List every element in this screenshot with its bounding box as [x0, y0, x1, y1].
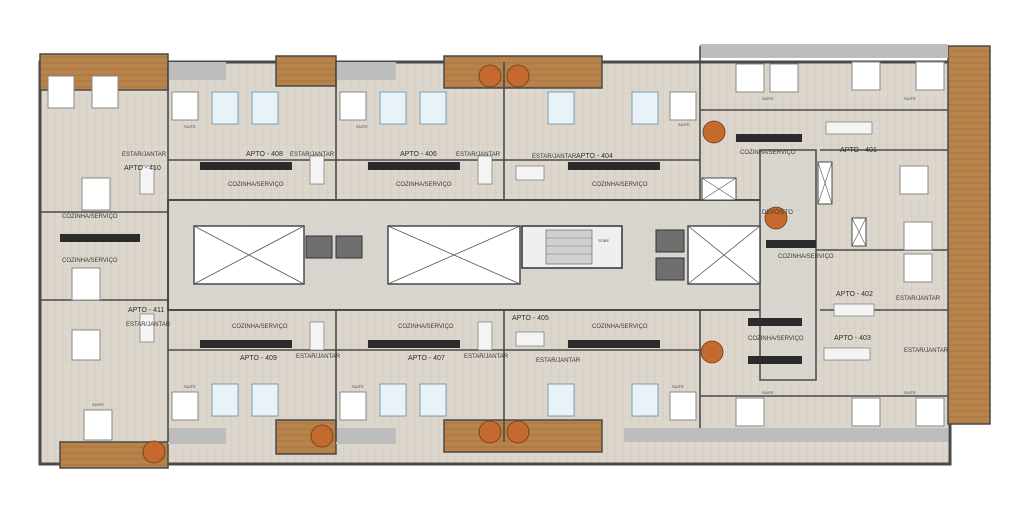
- kitchen-label: COZINHA/SERVIÇO: [748, 336, 804, 342]
- kitchen-label: COZINHA/SERVIÇO: [592, 324, 648, 330]
- kitchen-label: COZINHA/SERVIÇO: [398, 324, 454, 330]
- stairwell: SOBE: [521, 225, 623, 269]
- living-label: ESTAR/JANTAR: [456, 152, 501, 158]
- interior-walls: [40, 46, 948, 442]
- kitchen-label: COZINHA/SERVIÇO: [740, 150, 796, 156]
- suite-label: SUITE: [356, 124, 368, 129]
- room-labels: COZINHA/SERVIÇO COZINHA/SERVIÇO COZINHA/…: [62, 96, 949, 407]
- suite-label: SUITE: [762, 390, 774, 395]
- living-label: ESTAR/JANTAR: [290, 152, 335, 158]
- suite-label: SUITE: [904, 96, 916, 101]
- storage-label: DEPÓSITO: [762, 209, 793, 216]
- unit-label-411: APTO - 411: [128, 307, 164, 314]
- stairs-label: SOBE: [598, 238, 609, 243]
- unit-label-408: APTO - 408: [246, 151, 283, 158]
- unit-label-403: APTO - 403: [834, 335, 871, 342]
- suite-label: SUITE: [352, 384, 364, 389]
- living-label: ESTAR/JANTAR: [536, 358, 581, 364]
- shaft-right-2: [851, 217, 867, 247]
- unit-label-402: APTO - 402: [836, 291, 873, 298]
- unit-label-405: APTO - 405: [512, 315, 549, 322]
- kitchen-counters: [60, 134, 816, 364]
- kitchen-label: COZINHA/SERVIÇO: [62, 258, 118, 264]
- living-label: ESTAR/JANTAR: [126, 322, 171, 328]
- suite-label: SUITE: [904, 390, 916, 395]
- living-label: ESTAR/JANTAR: [532, 154, 577, 160]
- unit-label-404: APTO - 404: [576, 153, 613, 160]
- light-wells: [193, 161, 867, 285]
- unit-label-407: APTO - 407: [408, 355, 445, 362]
- unit-labels: APTO - 408 APTO - 406 APTO - 404 APTO - …: [124, 147, 877, 362]
- kitchen-label: COZINHA/SERVIÇO: [232, 324, 288, 330]
- kitchen-label: COZINHA/SERVIÇO: [592, 182, 648, 188]
- shaft-top: [701, 177, 737, 201]
- kitchen-label: COZINHA/SERVIÇO: [228, 182, 284, 188]
- kitchen-label: COZINHA/SERVIÇO: [778, 254, 834, 260]
- dining-tables: [139, 121, 875, 361]
- suite-label: SUITE: [762, 96, 774, 101]
- living-label: ESTAR/JANTAR: [122, 152, 167, 158]
- spiral-stairs: [142, 64, 788, 464]
- living-label: ESTAR/JANTAR: [896, 296, 941, 302]
- living-label: ESTAR/JANTAR: [464, 354, 509, 360]
- suite-label: SUITE: [184, 384, 196, 389]
- void-right: [687, 225, 761, 285]
- unit-label-401: APTO - 401: [840, 147, 877, 154]
- twin-bedrooms: [211, 91, 659, 417]
- unit-label-410: APTO - 410: [124, 165, 161, 172]
- unit-label-406: APTO - 406: [400, 151, 437, 158]
- elevators: [305, 229, 685, 281]
- living-label: ESTAR/JANTAR: [904, 348, 949, 354]
- void-left: [193, 225, 305, 285]
- living-label: ESTAR/JANTAR: [296, 354, 341, 360]
- bedrooms: [47, 61, 945, 441]
- suite-label: SUITE: [678, 122, 690, 127]
- unit-label-409: APTO - 409: [240, 355, 277, 362]
- void-center: [387, 225, 521, 285]
- suite-label: SUITE: [184, 124, 196, 129]
- kitchen-label: COZINHA/SERVIÇO: [62, 214, 118, 220]
- suite-label: SUITE: [92, 402, 104, 407]
- suite-label: SUITE: [672, 384, 684, 389]
- shaft-right-1: [817, 161, 833, 205]
- kitchen-label: COZINHA/SERVIÇO: [396, 182, 452, 188]
